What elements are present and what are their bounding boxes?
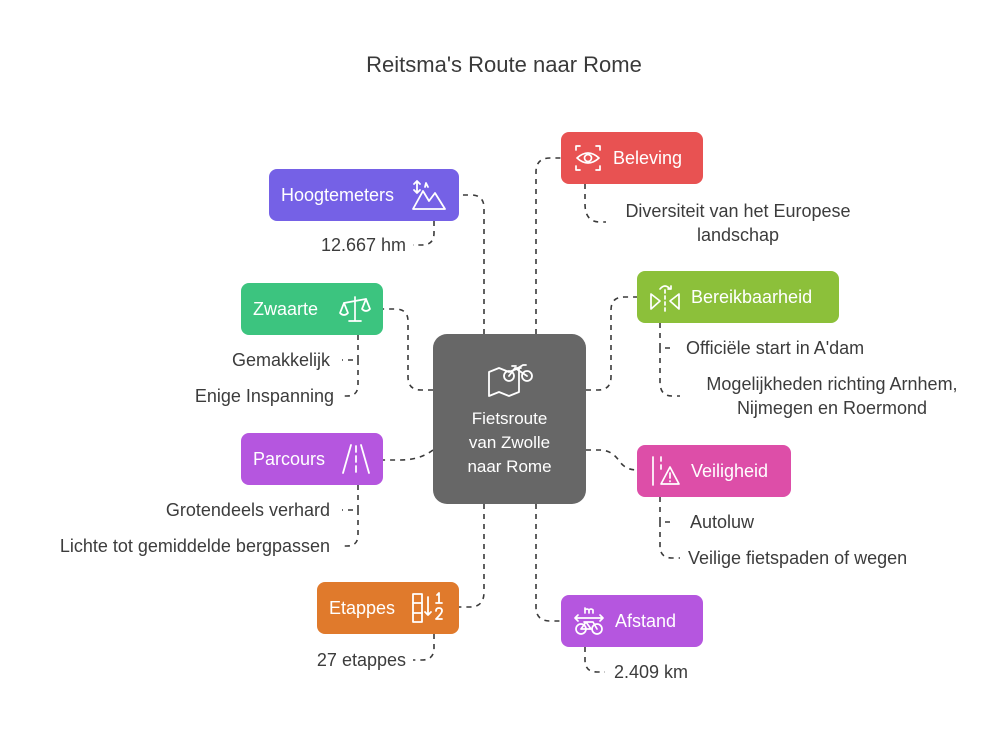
- node-label: Hoogtemeters: [281, 184, 395, 205]
- connector-hoogtemeters: [459, 194, 485, 334]
- central-topic-line: naar Rome: [467, 457, 552, 476]
- bicycle-map-icon: [487, 364, 533, 397]
- central-topic-line: van Zwolle: [468, 433, 551, 452]
- node-zwaarte[interactable]: Zwaarte: [241, 283, 383, 335]
- detail-connector-veiligheid-1: [659, 497, 672, 523]
- detail-veiligheid-1: Veilige fietspaden of wegen: [688, 548, 908, 568]
- connector-afstand: [535, 504, 561, 622]
- connector-etappes: [459, 504, 485, 608]
- detail-connector-bereikbaarheid-1: [659, 323, 672, 349]
- detail-bereikbaarheid-1: Mogelijkheden richting Arnhem,: [706, 374, 958, 394]
- detail-beleving-1: landschap: [696, 225, 780, 245]
- detail-connector-bereikbaarheid-2: [659, 348, 680, 397]
- sort-numeric-icon: [412, 592, 443, 623]
- detail-connector-zwaarte-2: [342, 360, 359, 397]
- road-warning-icon: [652, 456, 680, 486]
- detail-connector-afstand: [584, 647, 605, 673]
- road-icon: [342, 444, 370, 474]
- connector-zwaarte: [383, 308, 433, 391]
- connector-parcours: [383, 449, 434, 461]
- central-topic-line: Fietsroute: [471, 409, 548, 428]
- detail-afstand-0: 2.409 km: [614, 662, 689, 682]
- detail-connector-zwaarte-1: [342, 335, 359, 361]
- connector-beleving: [535, 157, 561, 334]
- detail-zwaarte-1: Enige Inspanning: [194, 386, 334, 406]
- eye-view-icon: [575, 145, 601, 171]
- node-label: Etappes: [329, 597, 396, 618]
- detail-hoogtemeters-0: 12.667 hm: [320, 235, 406, 255]
- detail-connector-parcours-2: [342, 510, 359, 547]
- detail-etappes-0: 27 etappes: [316, 650, 406, 670]
- detail-connector-beleving: [584, 184, 606, 223]
- node-veiligheid[interactable]: Veiligheid: [637, 445, 791, 497]
- balance-scale-icon: [339, 296, 371, 322]
- node-parcours[interactable]: Parcours: [241, 433, 383, 485]
- detail-bereikbaarheid-2: Nijmegen en Roermond: [736, 398, 928, 418]
- node-label: Afstand: [615, 610, 677, 631]
- node-label: Zwaarte: [253, 298, 319, 319]
- diagram-title: Reitsma's Route naar Rome: [366, 52, 642, 77]
- node-label: Veiligheid: [691, 460, 769, 481]
- elevation-mountains-icon: [412, 180, 446, 210]
- node-label: Bereikbaarheid: [691, 286, 813, 307]
- central-topic[interactable]: Fietsroute van Zwolle naar Rome: [433, 334, 586, 504]
- node-hoogtemeters[interactable]: Hoogtemeters: [269, 169, 459, 221]
- detail-beleving: Diversiteit van het Europese landschap: [606, 199, 870, 247]
- detail-bereikbaarheid-0: Officiële start in A'dam: [686, 338, 865, 358]
- detail-bereikbaarheid-more: Mogelijkheden richting Arnhem, Nijmegen …: [686, 372, 978, 420]
- detail-connector-hoogtemeters: [413, 221, 435, 246]
- detail-zwaarte-0: Gemakkelijk: [231, 350, 330, 370]
- detail-connector-veiligheid-2: [659, 522, 680, 559]
- bike-distance-icon: [574, 607, 604, 635]
- node-afstand[interactable]: Afstand: [561, 595, 703, 647]
- detail-parcours-1: Lichte tot gemiddelde bergpassen: [59, 536, 330, 556]
- node-beleving[interactable]: Beleving: [561, 132, 703, 184]
- detail-beleving-0: Diversiteit van het Europese: [625, 201, 851, 221]
- reach-arrows-icon: [650, 285, 680, 313]
- connector-veiligheid: [586, 449, 638, 471]
- detail-connector-parcours-1: [342, 485, 359, 511]
- node-etappes[interactable]: Etappes: [317, 582, 459, 634]
- detail-veiligheid-0: Autoluw: [690, 512, 755, 532]
- node-bereikbaarheid[interactable]: Bereikbaarheid: [637, 271, 839, 323]
- node-label: Parcours: [253, 448, 326, 469]
- connector-bereikbaarheid: [586, 296, 637, 391]
- detail-connector-etappes: [413, 634, 435, 661]
- node-label: Beleving: [613, 147, 683, 168]
- detail-parcours-0: Grotendeels verhard: [165, 500, 330, 520]
